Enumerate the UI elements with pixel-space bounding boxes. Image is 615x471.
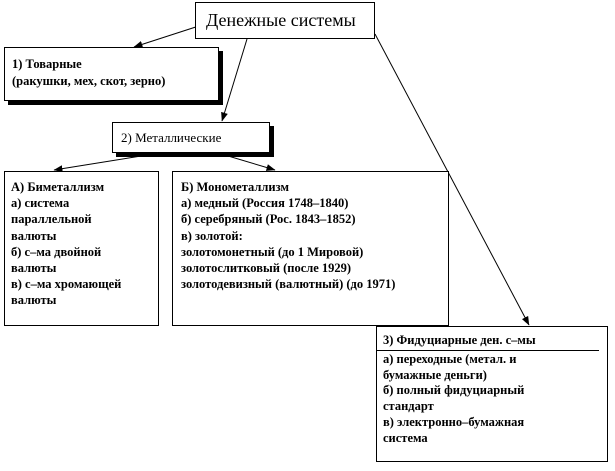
metallic-systems-box: 2) Металлические: [112, 122, 270, 153]
monometallism-line: в) золотой:: [181, 228, 243, 243]
fiduciary-line: стандарт: [383, 399, 434, 414]
bimetallism-line: валюты: [11, 293, 57, 308]
arrow-root-to-metal: [221, 38, 248, 122]
fiduciary-title: 3) Фидуциарные ден. с–мы: [377, 333, 599, 351]
bimetallism-line: параллельной: [11, 212, 92, 227]
bimetallism-line: а) система: [11, 196, 70, 211]
bimetallism-line: в) с–ма хромающей: [11, 277, 122, 292]
monometallism-line: золотослитковый (после 1929): [181, 261, 352, 276]
fiduciary-line: а) переходные (метал. и: [383, 351, 517, 366]
fiduciary-systems-box: 3) Фидуциарные ден. с–мы а) переходные (…: [376, 326, 608, 462]
monometallism-line: золотомонетный (до 1 Мировой): [181, 244, 364, 259]
monometallism-line: а) медный (Россия 1748–1840): [181, 196, 349, 211]
fiduciary-line: в) электронно–бумажная: [383, 414, 525, 429]
monometallism-box: Б) Монометаллизм а) медный (Россия 1748–…: [172, 171, 449, 326]
monometallism-line: б) серебряный (Рос. 1843–1852): [181, 212, 356, 227]
bimetallism-box: А) Биметаллизм а) система параллельной в…: [4, 171, 159, 326]
commodity-line: (ракушки, мех, скот, зерно): [12, 74, 166, 88]
arrow-metal-to-bimetallism: [53, 152, 161, 173]
monometallism-title: Б) Монометаллизм: [181, 180, 289, 194]
bimetallism-title: А) Биметаллизм: [11, 180, 105, 194]
bimetallism-line: б) с–ма двойной: [11, 244, 102, 259]
root-title: Денежные системы: [206, 10, 356, 30]
monometallism-line: золотодевизный (валютный) (до 1971): [181, 277, 396, 292]
arrow-root-to-fiduciary: [374, 33, 530, 326]
fiduciary-line: бумажные деньги): [383, 367, 487, 382]
money-systems-root-box: Денежные системы: [195, 2, 375, 39]
fiduciary-line: б) полный фидуциарный: [383, 383, 525, 398]
commodity-systems-box: 1) Товарные (ракушки, мех, скот, зерно): [4, 47, 219, 101]
arrow-root-to-commodity: [133, 23, 206, 48]
metallic-title: 2) Металлические: [121, 130, 222, 145]
arrow-metal-to-monometallism: [217, 152, 276, 171]
commodity-title: 1) Товарные: [12, 57, 82, 71]
bimetallism-line: валюты: [11, 261, 57, 276]
fiduciary-line: система: [383, 430, 428, 445]
bimetallism-line: валюты: [11, 228, 57, 243]
